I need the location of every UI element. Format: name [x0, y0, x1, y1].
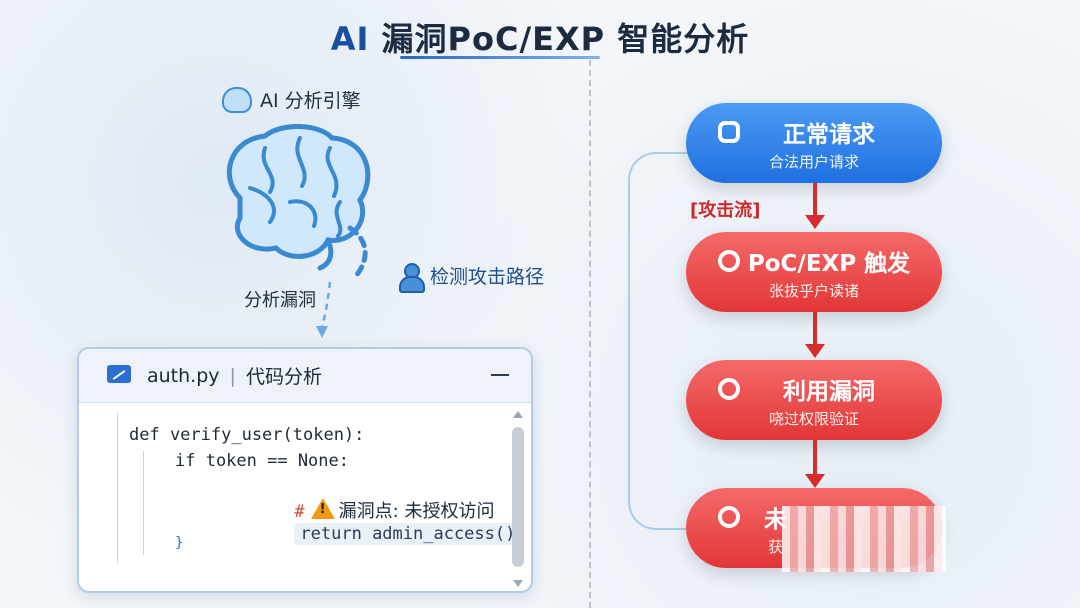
return-statement: return admin_access()	[294, 523, 522, 545]
minimize-icon[interactable]	[491, 374, 509, 376]
analyze-connector	[316, 281, 332, 338]
record-icon	[718, 378, 740, 400]
file-icon	[107, 364, 135, 387]
user-icon	[398, 262, 425, 293]
header-separator: |	[229, 364, 236, 387]
record-icon	[718, 506, 740, 528]
flow-arrow	[805, 312, 825, 358]
code-filename: auth.py	[147, 364, 220, 387]
title-underline	[400, 56, 600, 59]
analyze-label: 分析漏洞	[244, 290, 316, 311]
flow-arrow	[805, 183, 825, 229]
brain-illustration	[226, 123, 371, 278]
flow-bracket	[628, 152, 690, 530]
flow-step-title: 利用漏洞	[783, 379, 875, 405]
detect-path-label: 检测攻击路径	[398, 262, 545, 293]
warning-icon	[310, 498, 335, 519]
code-editor[interactable]: def verify_user(token): if token == None…	[79, 403, 522, 591]
flow-step-exploit: 利用漏洞 哓过权限验证	[686, 360, 942, 440]
detect-label-text: 检测攻击路径	[430, 266, 545, 288]
record-icon	[718, 250, 740, 272]
flow-arrow	[805, 440, 825, 488]
stop-icon	[718, 121, 740, 143]
code-line-def: def verify_user(token):	[129, 425, 365, 445]
flow-step-subtitle: 获	[768, 538, 784, 556]
code-window-header: auth.py | 代码分析	[79, 349, 531, 403]
attack-flow-tag: [攻击流]	[690, 200, 761, 221]
flow-step-title: 未	[764, 507, 787, 533]
title-prefix: AI	[330, 20, 370, 58]
scroll-up-icon[interactable]	[513, 411, 523, 418]
brain-icon	[222, 86, 252, 113]
flow-step-subtitle: 哓过权限验证	[768, 410, 859, 428]
indent-guide	[117, 413, 118, 563]
engine-label-text: AI 分析引擎	[260, 90, 361, 112]
flow-step-normal-request: 正常请求 合法用户请求	[686, 103, 942, 183]
flow-step-title: PoC/EXP 触发	[747, 251, 911, 277]
redacted-area	[782, 506, 946, 572]
code-window[interactable]: auth.py | 代码分析 def verify_user(token): i…	[77, 347, 533, 593]
comment-hash: #	[294, 502, 305, 522]
scroll-thumb[interactable]	[512, 427, 524, 567]
title-main: 漏洞PoC/EXP 智能分析	[381, 20, 750, 58]
engine-label: AI 分析引擎	[222, 86, 361, 113]
flow-step-subtitle: 合法用户请求	[768, 153, 859, 171]
scroll-down-icon[interactable]	[513, 580, 523, 587]
code-line-if: if token == None:	[175, 451, 349, 471]
indent-guide	[143, 451, 144, 555]
flow-step-poc-trigger: PoC/EXP 触发 张抜乎户读诸	[686, 232, 942, 312]
code-subtitle: 代码分析	[245, 366, 322, 388]
page-title: AI 漏洞PoC/EXP 智能分析	[0, 14, 1080, 60]
code-line-return: return admin_access()	[233, 504, 522, 564]
flow-step-subtitle: 张抜乎户读诸	[768, 282, 859, 300]
code-line-close: }	[175, 535, 184, 551]
code-line-comment: # 漏洞点: 未授权访问	[233, 477, 494, 543]
flow-step-title: 正常请求	[783, 122, 875, 148]
center-divider	[589, 60, 591, 608]
comment-text: 漏洞点: 未授权访问	[338, 501, 495, 522]
down-arrow-icon	[316, 326, 328, 338]
scrollbar[interactable]	[511, 411, 525, 587]
